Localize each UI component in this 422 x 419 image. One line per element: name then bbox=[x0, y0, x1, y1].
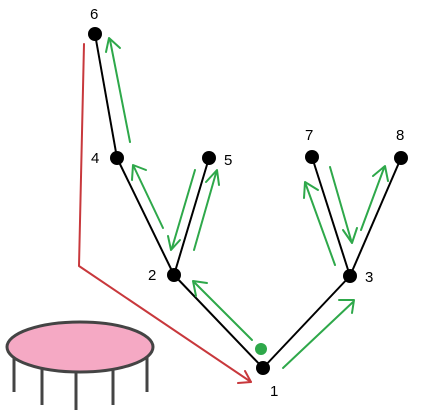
trampoline-icon bbox=[5, 320, 155, 410]
node-label-7: 7 bbox=[305, 127, 313, 144]
arrow-2-to-5 bbox=[193, 169, 220, 251]
arrow-4-to-2 bbox=[167, 169, 196, 251]
node-label-6: 6 bbox=[90, 6, 98, 23]
node-label-5: 5 bbox=[224, 152, 232, 169]
node-2 bbox=[167, 268, 181, 282]
node-label-3: 3 bbox=[365, 269, 373, 286]
edge-1-3 bbox=[262, 275, 351, 369]
node-8 bbox=[394, 151, 408, 165]
edge-4-6 bbox=[94, 33, 118, 159]
node-6 bbox=[88, 27, 102, 41]
edge-1-2 bbox=[173, 274, 264, 369]
node-label-2: 2 bbox=[148, 267, 156, 284]
node-label-8: 8 bbox=[396, 127, 404, 144]
arrow-1-to-2 bbox=[192, 280, 253, 341]
arrow-3-to-7 bbox=[303, 181, 336, 266]
node-7 bbox=[305, 150, 319, 164]
edge-2-4 bbox=[116, 157, 175, 276]
edge-3-7 bbox=[311, 156, 351, 277]
tree-edges bbox=[94, 33, 402, 369]
tree-nodes bbox=[88, 27, 408, 375]
arrow-4-to-6 bbox=[105, 37, 131, 143]
node-label-1: 1 bbox=[270, 383, 278, 400]
start-dot bbox=[255, 343, 267, 355]
jump-arrow bbox=[78, 43, 252, 384]
traversal-arrows bbox=[105, 37, 389, 369]
node-1 bbox=[256, 361, 270, 375]
node-labels: 1 2 3 4 5 6 7 8 bbox=[90, 6, 404, 400]
arrow-2-to-4 bbox=[131, 164, 164, 229]
arrow-1-to-3 bbox=[282, 299, 355, 369]
node-5 bbox=[202, 151, 216, 165]
edge-2-5 bbox=[173, 157, 210, 276]
node-4 bbox=[110, 151, 124, 165]
arrow-7-to-3 bbox=[329, 166, 358, 244]
node-3 bbox=[343, 269, 357, 283]
arrow-3-to-8 bbox=[360, 165, 389, 231]
node-label-4: 4 bbox=[91, 150, 99, 167]
edge-3-8 bbox=[349, 157, 402, 277]
